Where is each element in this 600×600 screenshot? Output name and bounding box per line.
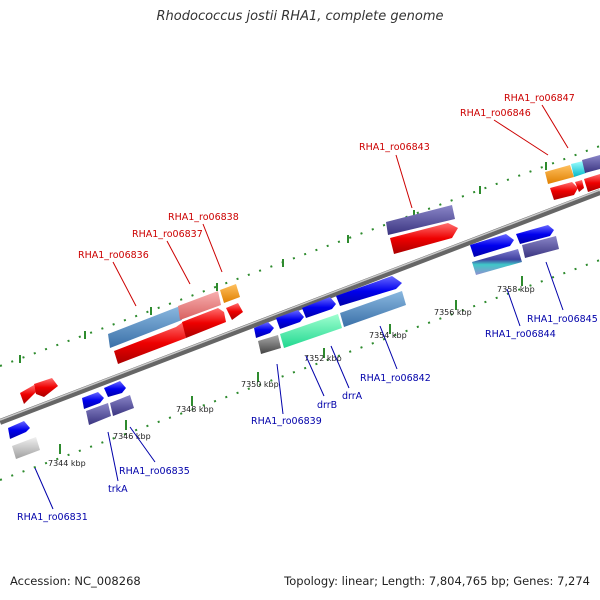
tick-label: 7346 kbp bbox=[113, 432, 151, 441]
gene-label[interactable]: RHA1_ro06836 bbox=[78, 250, 149, 261]
gene-ro06844[interactable] bbox=[472, 249, 522, 275]
gene-ro06836[interactable] bbox=[108, 306, 182, 348]
gene-arrow[interactable] bbox=[584, 174, 600, 192]
gene-arrow[interactable] bbox=[226, 303, 243, 320]
bottom-gene-labels: RHA1_ro06831 trkA RHA1_ro06835 RHA1_ro06… bbox=[17, 314, 598, 523]
gene-label[interactable]: RHA1_ro06847 bbox=[504, 93, 575, 104]
genome-backbone-highlight bbox=[0, 189, 600, 421]
gene-ro06831[interactable] bbox=[12, 437, 40, 459]
gene-arrow[interactable] bbox=[582, 155, 600, 173]
gene-ro06838[interactable] bbox=[220, 284, 240, 303]
gene-label[interactable]: RHA1_ro06831 bbox=[17, 512, 88, 523]
gene-label[interactable]: RHA1_ro06846 bbox=[460, 108, 531, 119]
genome-backbone bbox=[0, 189, 600, 425]
gene-arrow[interactable] bbox=[470, 234, 514, 257]
tick-labels: 7344 kbp 7346 kbp 7348 kbp 7350 kbp 7352… bbox=[48, 285, 535, 468]
gene-label[interactable]: RHA1_ro06838 bbox=[168, 212, 239, 223]
gene-label[interactable]: trkA bbox=[108, 484, 128, 495]
tick-label: 7352 kbp bbox=[304, 354, 342, 363]
gene-ro06846[interactable] bbox=[545, 165, 574, 184]
gene-trkA[interactable] bbox=[86, 403, 111, 425]
page-title: Rhodococcus jostii RHA1, complete genome bbox=[156, 9, 444, 24]
gene-ro06847[interactable] bbox=[571, 161, 586, 177]
gene-label[interactable]: RHA1_ro06843 bbox=[359, 142, 430, 153]
gene-label[interactable]: RHA1_ro06845 bbox=[527, 314, 598, 325]
gene-arrow[interactable] bbox=[114, 322, 186, 364]
accession-text: Accession: NC_008268 bbox=[10, 574, 141, 588]
tick-label: 7344 kbp bbox=[48, 459, 86, 468]
gene-label[interactable]: RHA1_ro06835 bbox=[119, 466, 190, 477]
gene-arrow[interactable] bbox=[34, 378, 58, 397]
gene-ro06843[interactable] bbox=[386, 205, 455, 235]
top-leader-lines bbox=[112, 104, 569, 307]
gene-arrow[interactable] bbox=[104, 381, 126, 397]
top-gene-labels: RHA1_ro06836 RHA1_ro06837 RHA1_ro06838 R… bbox=[78, 93, 575, 261]
tick-label: 7350 kbp bbox=[241, 380, 279, 389]
gene-label[interactable]: RHA1_ro06842 bbox=[360, 373, 431, 384]
gene-label[interactable]: drrB bbox=[317, 400, 337, 411]
gene-label[interactable]: RHA1_ro06844 bbox=[485, 329, 556, 340]
gene-label[interactable]: drrA bbox=[342, 391, 363, 402]
bottom-major-ticks bbox=[59, 276, 523, 454]
gene-arrow[interactable] bbox=[276, 310, 304, 329]
gene-arrow[interactable] bbox=[8, 421, 30, 439]
genome-summary: Topology: linear; Length: 7,804,765 bp; … bbox=[284, 574, 590, 588]
gene-arrow[interactable] bbox=[182, 308, 226, 338]
tick-label: 7356 kbp bbox=[434, 308, 472, 317]
gene-arrow[interactable] bbox=[302, 297, 336, 318]
gene-ro06839[interactable] bbox=[258, 335, 281, 354]
gene-arrow[interactable] bbox=[550, 182, 578, 200]
gene-arrow[interactable] bbox=[390, 223, 458, 254]
top-strand-genes bbox=[20, 155, 600, 404]
gene-arrow[interactable] bbox=[575, 180, 584, 192]
bottom-leader-lines bbox=[34, 261, 564, 510]
gene-ro06837[interactable] bbox=[178, 291, 221, 320]
gene-ro06835[interactable] bbox=[110, 395, 134, 416]
gene-arrow[interactable] bbox=[20, 385, 36, 404]
gene-ro06842[interactable] bbox=[340, 291, 406, 327]
gene-arrow[interactable] bbox=[336, 276, 402, 306]
gene-arrow[interactable] bbox=[254, 322, 274, 338]
gene-label[interactable]: RHA1_ro06837 bbox=[132, 229, 203, 240]
tick-label: 7354 kbp bbox=[369, 331, 407, 340]
tick-label: 7348 kbp bbox=[176, 405, 214, 414]
tick-label: 7358 kbp bbox=[497, 285, 535, 294]
gene-arrow[interactable] bbox=[516, 225, 554, 244]
gene-drrB[interactable] bbox=[280, 314, 342, 348]
top-major-ticks bbox=[19, 162, 547, 363]
gene-ro06845[interactable] bbox=[522, 236, 559, 258]
gene-label[interactable]: RHA1_ro06839 bbox=[251, 416, 322, 427]
gene-arrow[interactable] bbox=[82, 392, 104, 409]
bottom-strand-genes bbox=[8, 225, 559, 459]
